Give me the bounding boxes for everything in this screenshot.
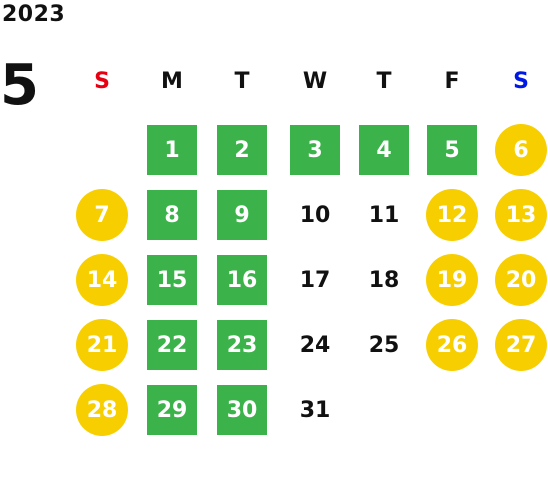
weekday-header-1: M: [161, 68, 183, 94]
day-cell-5[interactable]: 5: [427, 125, 477, 175]
day-cell-21[interactable]: 21: [76, 319, 128, 371]
day-cell-18[interactable]: 18: [368, 267, 400, 293]
day-cell-27[interactable]: 27: [495, 319, 547, 371]
day-cell-7[interactable]: 7: [76, 189, 128, 241]
weekday-header-3: W: [302, 68, 328, 94]
day-cell-16[interactable]: 16: [217, 255, 267, 305]
day-cell-17[interactable]: 17: [299, 267, 331, 293]
day-cell-9[interactable]: 9: [217, 190, 267, 240]
day-cell-30[interactable]: 30: [217, 385, 267, 435]
day-cell-28[interactable]: 28: [76, 384, 128, 436]
day-cell-22[interactable]: 22: [147, 320, 197, 370]
day-cell-2[interactable]: 2: [217, 125, 267, 175]
day-cell-12[interactable]: 12: [426, 189, 478, 241]
weekday-header-2: T: [234, 68, 250, 94]
month-label: 5: [0, 53, 39, 118]
day-cell-3[interactable]: 3: [290, 125, 340, 175]
day-cell-23[interactable]: 23: [217, 320, 267, 370]
day-cell-1[interactable]: 1: [147, 125, 197, 175]
day-cell-15[interactable]: 15: [147, 255, 197, 305]
day-cell-31[interactable]: 31: [299, 397, 331, 423]
weekday-header-0: S: [94, 68, 110, 94]
day-cell-4[interactable]: 4: [359, 125, 409, 175]
day-cell-10[interactable]: 10: [299, 202, 331, 228]
day-cell-25[interactable]: 25: [368, 332, 400, 358]
day-cell-6[interactable]: 6: [495, 124, 547, 176]
day-cell-13[interactable]: 13: [495, 189, 547, 241]
day-cell-11[interactable]: 11: [368, 202, 400, 228]
day-cell-29[interactable]: 29: [147, 385, 197, 435]
day-cell-26[interactable]: 26: [426, 319, 478, 371]
weekday-header-4: T: [376, 68, 392, 94]
day-cell-19[interactable]: 19: [426, 254, 478, 306]
day-cell-20[interactable]: 20: [495, 254, 547, 306]
day-cell-14[interactable]: 14: [76, 254, 128, 306]
year-label: 2023: [2, 2, 66, 27]
weekday-header-6: S: [513, 68, 529, 94]
weekday-header-5: F: [444, 68, 460, 94]
day-cell-24[interactable]: 24: [299, 332, 331, 358]
day-cell-8[interactable]: 8: [147, 190, 197, 240]
